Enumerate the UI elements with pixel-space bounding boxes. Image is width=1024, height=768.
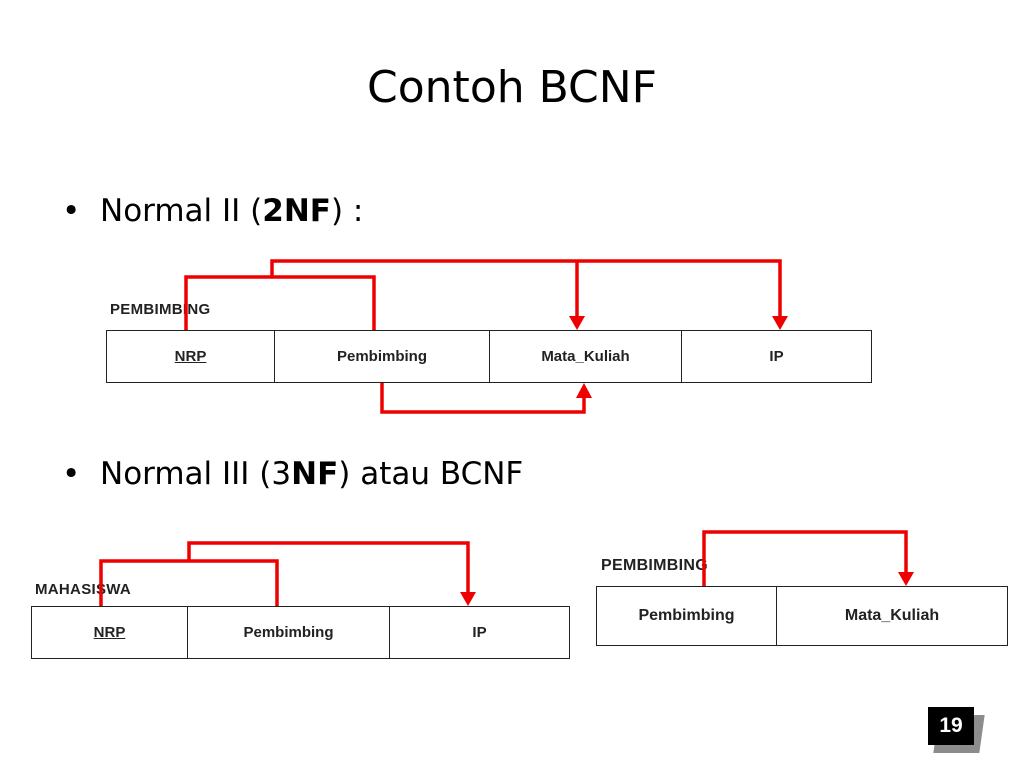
arrowhead-ip [772,316,788,330]
table-pembimbing-2nf: NRP Pembimbing Mata_Kuliah IP [106,330,872,383]
table-label-pembimbing-bcnf: PEMBIMBING [601,557,708,574]
bullet-symbol: • [62,193,81,229]
dependency-line-bcnf-pembimbing-to-mata-kuliah [702,530,908,586]
dependency-line-nrp-to-mata-kuliah-ip [184,275,376,330]
arrowhead-bcnf-mata-kuliah [898,572,914,586]
bullet-text-bold: 2NF [262,193,331,229]
dependency-line-mahasiswa-to-ip [187,541,470,594]
column-ip: IP [472,624,487,641]
column-pembimbing: Pembimbing [597,587,777,645]
bullet-symbol: • [62,456,81,492]
bullet-text-bold: NF [291,456,339,492]
bullet-text-post: ) atau BCNF [338,456,524,492]
arrowhead-mata-kuliah [569,316,585,330]
column-pembimbing: Pembimbing [275,331,490,382]
dependency-line-nrp-determinants [270,259,782,318]
dependency-line-pembimbing-to-mata-kuliah [380,383,586,414]
column-mata-kuliah: Mata_Kuliah [844,607,940,624]
table-pembimbing-bcnf: Pembimbing Mata_Kuliah [596,586,1008,646]
bullet-normal-3: • Normal III (3NF) atau BCNF [62,456,523,492]
column-ip: IP [769,348,784,365]
dependency-line-mahasiswa-nrp [99,559,279,606]
table-label-mahasiswa: MAHASISWA [35,581,132,598]
arrowhead-mahasiswa-ip [460,592,476,606]
column-nrp: NRP [107,331,275,382]
column-mata-kuliah: Mata_Kuliah [490,331,682,382]
slide-number: 19 [928,707,974,745]
bullet-text-pre: Normal II ( [100,193,263,229]
bullet-text-post: ) : [330,193,364,229]
bullet-normal-2: • Normal II (2NF) : [62,193,363,229]
slide-title: Contoh BCNF [367,62,657,113]
arrowhead-mata-kuliah-up [576,383,592,398]
table-mahasiswa: NRP Pembimbing IP [31,606,570,659]
column-pembimbing: Pembimbing [188,607,390,658]
column-nrp: NRP [32,607,188,658]
bullet-text-pre: Normal III (3 [100,456,292,492]
slide-number-badge: 19 [928,707,985,753]
